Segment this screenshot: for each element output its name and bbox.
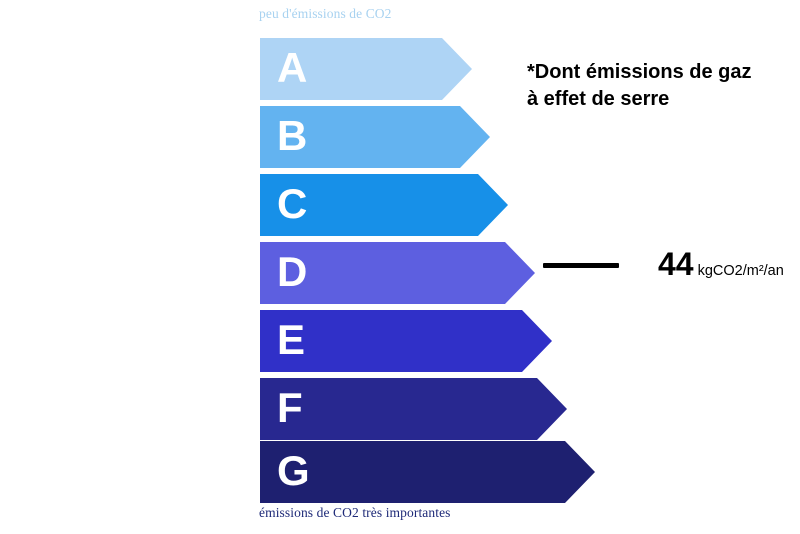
ges-bar-a: A <box>260 38 472 100</box>
ges-bar-shape-a <box>260 38 472 100</box>
ges-footnote: *Dont émissions de gaz à effet de serre <box>527 59 792 113</box>
ges-bar-c: C <box>260 174 508 236</box>
ges-bar-f: F <box>260 378 567 440</box>
ges-bar-d: D <box>260 242 535 304</box>
ges-bar-shape-d <box>260 242 535 304</box>
ges-bar-shape-b <box>260 106 490 168</box>
ges-bar-shape-e <box>260 310 552 372</box>
rating-pointer-line <box>543 263 619 268</box>
scale-caption-low: peu d'émissions de CO2 <box>259 6 392 21</box>
ges-bar-shape-g <box>260 441 595 503</box>
ges-footnote-line-1: *Dont émissions de gaz <box>527 61 752 83</box>
scale-caption-high: émissions de CO2 très importantes <box>259 505 451 520</box>
ges-bar-b: B <box>260 106 490 168</box>
ges-bar-shape-c <box>260 174 508 236</box>
ges-footnote-line-2: à effet de serre <box>527 88 670 110</box>
ges-bar-shape-f <box>260 378 567 440</box>
ges-bar-g: G <box>260 441 595 503</box>
ges-bar-e: E <box>260 310 552 372</box>
rating-value-number: 44 <box>658 246 694 282</box>
rating-value-unit: kgCO2/m²/an <box>697 263 784 279</box>
